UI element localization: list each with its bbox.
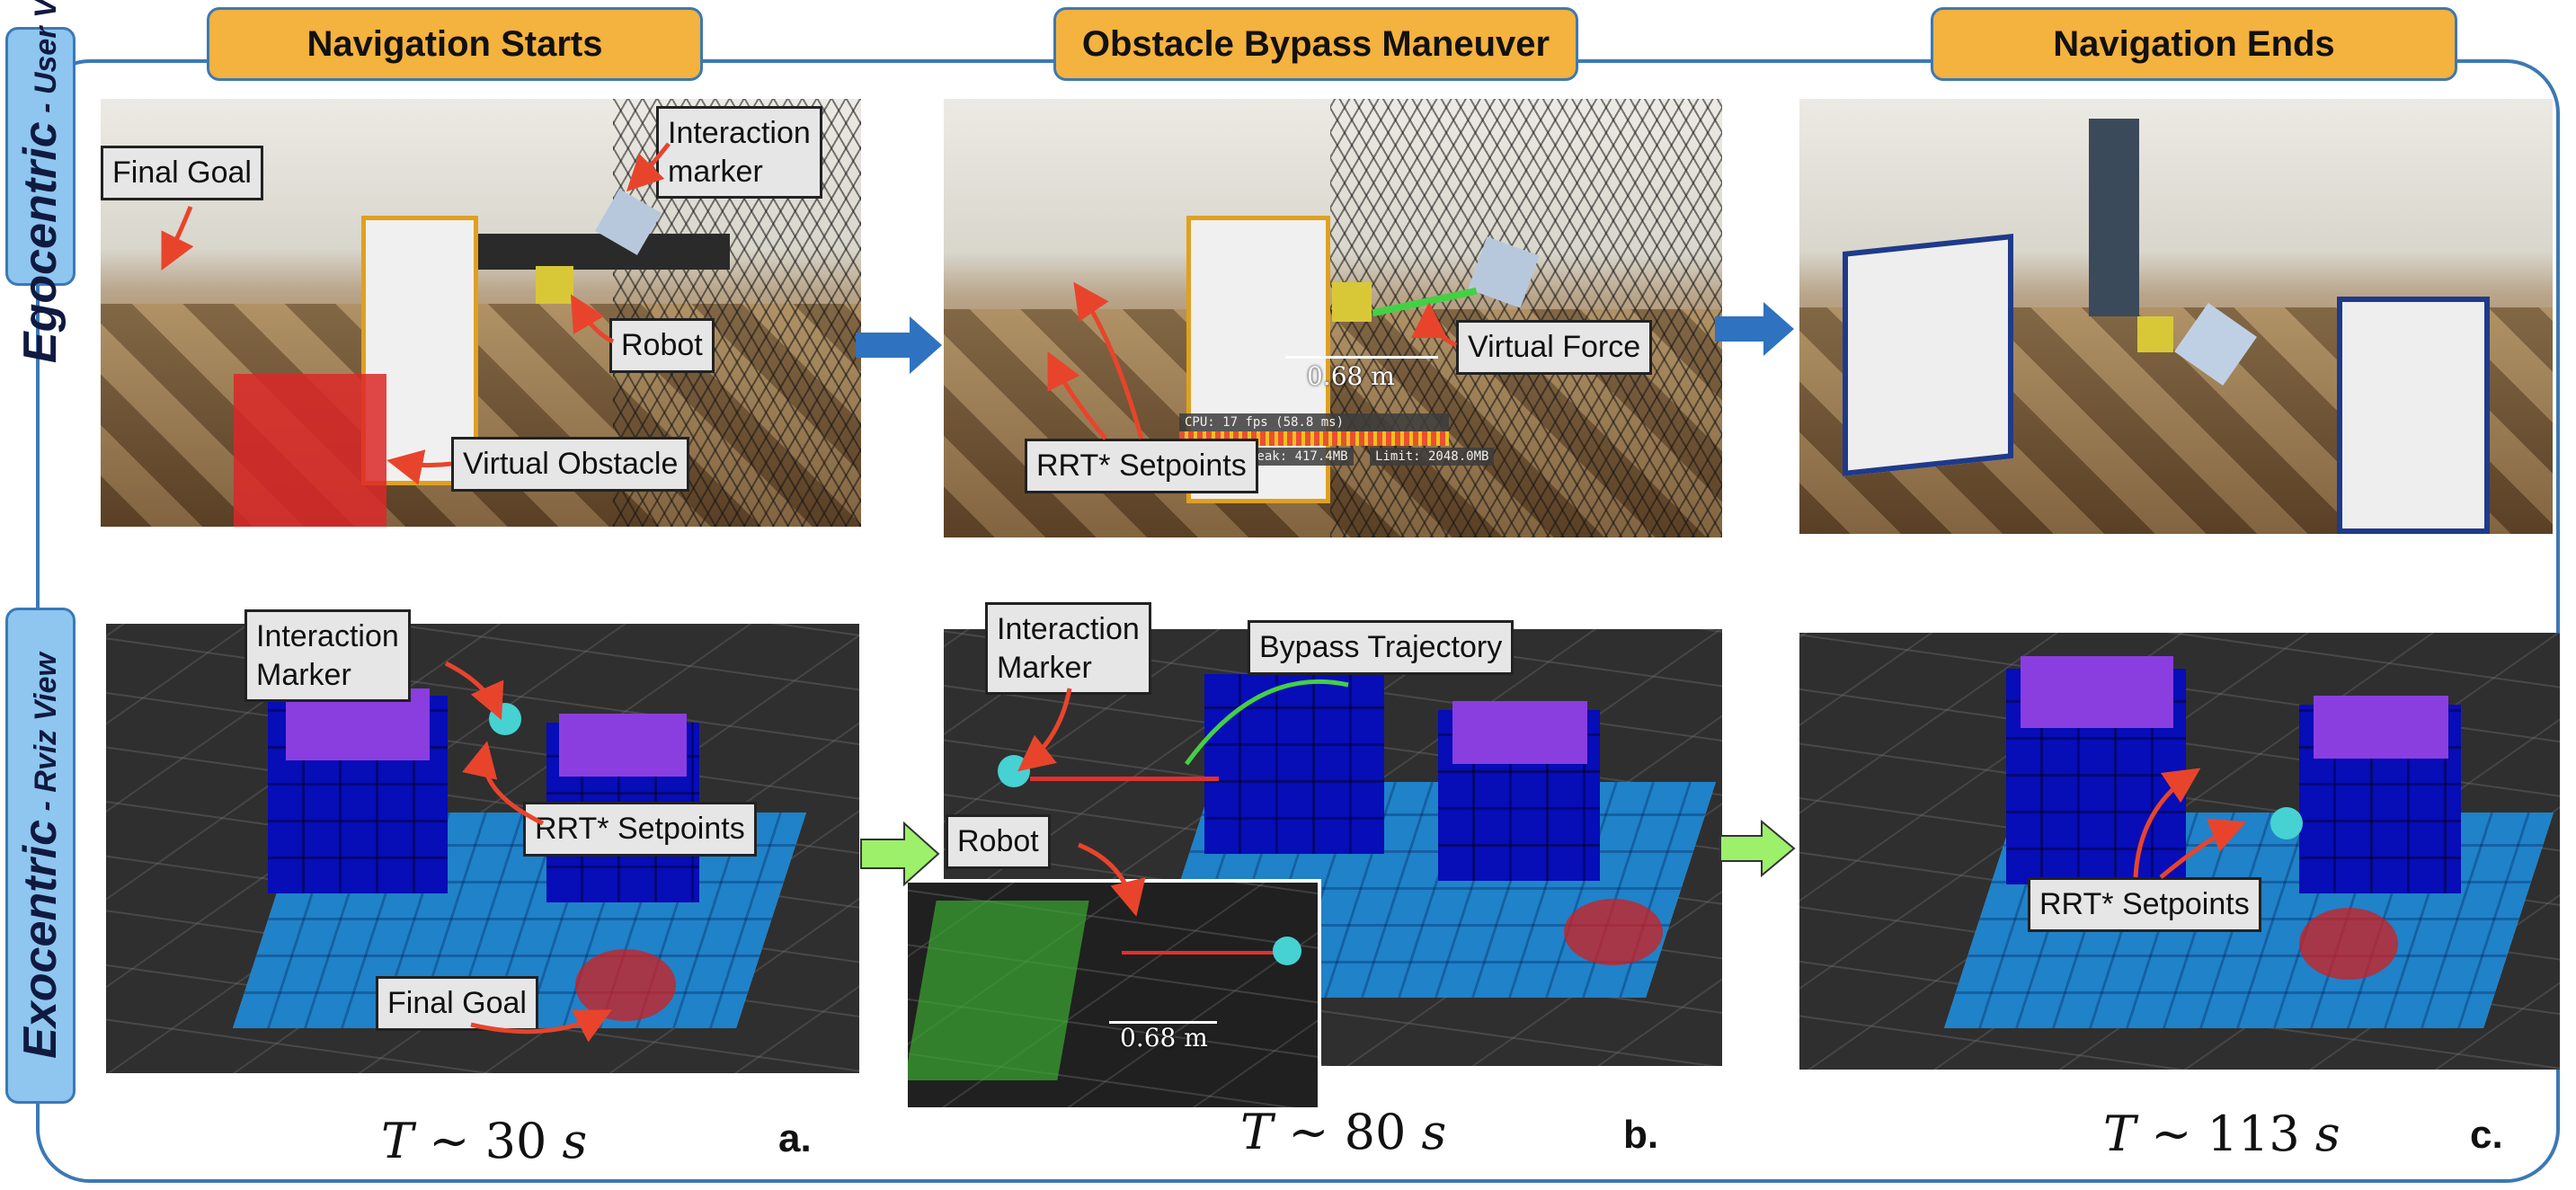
transition-arrow-a-to-b-exo (860, 821, 940, 887)
goal-ellipse (2299, 908, 2398, 980)
robot-cube (2137, 316, 2173, 352)
voxel-stack-right-top (1452, 701, 1587, 764)
arrow-interaction-a (626, 142, 671, 192)
hud-peak: Peak: 417.4MB (1244, 448, 1354, 466)
time-value: 113 (2207, 1106, 2300, 1162)
callout-line-2: Marker (256, 657, 351, 692)
arrow-final-goal-a-exo (470, 1009, 612, 1043)
time-value: 30 (484, 1113, 547, 1169)
arrow-rrt-c-exo-2 (2159, 818, 2247, 879)
distance-label-b-exo: 0.68 m (1120, 1023, 1208, 1052)
arrow-interaction-b-exo (1017, 688, 1072, 772)
arrow-rrt-b-2 (1073, 281, 1144, 440)
transition-arrow-a-to-b-ego (856, 316, 942, 374)
virtual-obstacle-cube (234, 374, 386, 527)
goal-ellipse (1564, 899, 1663, 965)
time-sep: ∼ (413, 1113, 485, 1169)
arrow-robot-b-exo (1078, 842, 1146, 917)
robot-cube (1332, 282, 1372, 322)
arrow-rrt-c-exo-1 (2133, 768, 2201, 878)
inset-zoom-panel: 0.68 m (904, 879, 1321, 1111)
time-label-b: T ∼ 80 s (1240, 1104, 1446, 1160)
time-unit: s (1421, 1104, 1447, 1160)
panel-c-exocentric (1799, 633, 2560, 1070)
time-prefix: T (1240, 1104, 1274, 1160)
hud-cpu: CPU: 17 fps (58.8 ms) (1179, 413, 1449, 431)
callout-line-1: Interaction (997, 612, 1140, 646)
interaction-marker-sphere (2270, 807, 2303, 839)
callout-rrt-setpoints-b: RRT* Setpoints (1025, 439, 1258, 493)
callout-final-goal-a-exo: Final Goal (376, 976, 538, 1031)
callout-interaction-marker-a-exo: Interaction Marker (244, 609, 411, 702)
time-prefix: T (381, 1113, 414, 1169)
transition-arrow-b-to-c-ego (1715, 302, 1794, 356)
callout-final-goal-a: Final Goal (101, 146, 263, 200)
voxel-stack-left-top (2021, 656, 2173, 728)
time-unit: s (562, 1113, 588, 1169)
callout-interaction-marker-a: Interaction marker (656, 106, 822, 199)
callout-interaction-marker-b-exo: Interaction Marker (985, 602, 1151, 695)
transition-arrow-b-to-c-exo (1719, 819, 1796, 878)
time-label-c: T ∼ 113 s (2103, 1106, 2341, 1162)
distance-label-b-ego: 0.68 m (1307, 361, 1395, 391)
arrow-bypass-b-exo (1184, 679, 1349, 766)
exocentric-row-label: Exocentric - Rviz View (5, 608, 76, 1104)
goal-ellipse (575, 949, 676, 1021)
arrow-virtual-force-b (1411, 302, 1458, 348)
inset-robot-line (1122, 951, 1284, 955)
robot-path-line (1030, 777, 1219, 781)
callout-rrt-setpoints-c-exo: RRT* Setpoints (2028, 877, 2261, 932)
header-navigation-ends: Navigation Ends (1931, 7, 2457, 81)
callout-line-2: Marker (997, 650, 1092, 685)
callout-robot-b-exo: Robot (946, 814, 1051, 869)
door (2089, 119, 2139, 316)
callout-robot-a: Robot (609, 318, 715, 373)
time-unit: s (2314, 1106, 2341, 1162)
callout-rrt-setpoints-a-exo: RRT* Setpoints (523, 802, 757, 857)
panel-c-egocentric (1799, 99, 2553, 534)
time-value: 80 (1344, 1104, 1407, 1160)
arrow-obstacle-a (386, 449, 452, 485)
time-sep: ∼ (2136, 1106, 2207, 1162)
arrow-rrt-a-exo (462, 741, 545, 826)
arrow-rrt-b-1 (1047, 351, 1107, 440)
time-label-a: T ∼ 30 s (381, 1113, 587, 1169)
panel-letter-c: c. (2470, 1113, 2503, 1157)
arrow-robot-a (570, 294, 615, 344)
voxel-stack-right-top (2314, 696, 2448, 759)
callout-line-1: Interaction (668, 116, 811, 150)
egocentric-row-label: Egocentric - User View (5, 0, 76, 363)
header-navigation-starts: Navigation Starts (207, 7, 703, 81)
time-prefix: T (2103, 1106, 2136, 1162)
voxel-stack-right-top (559, 714, 687, 777)
panel-letter-a: a. (778, 1116, 812, 1160)
arrow-interaction-a-exo (444, 661, 504, 721)
panel-letter-b: b. (1623, 1113, 1659, 1157)
voxel-stack-left (1204, 674, 1384, 854)
distance-line (1285, 356, 1438, 359)
poster-board-right (2337, 297, 2490, 534)
header-obstacle-bypass: Obstacle Bypass Maneuver (1053, 7, 1578, 81)
callout-virtual-obstacle-a: Virtual Obstacle (451, 437, 690, 492)
hud-limit: Limit: 2048.0MB (1370, 448, 1495, 466)
callout-line-1: Interaction (256, 619, 399, 653)
time-sep: ∼ (1273, 1104, 1345, 1160)
callout-line-2: marker (668, 154, 763, 189)
inset-distance-line (1109, 1021, 1217, 1024)
desk (442, 234, 730, 270)
inset-marker-sphere (1273, 937, 1301, 965)
robot-cube (536, 266, 573, 304)
callout-virtual-force-b: Virtual Force (1456, 320, 1653, 375)
callout-bypass-trajectory-b-exo: Bypass Trajectory (1248, 620, 1515, 675)
arrow-final-goal-a (161, 206, 194, 271)
